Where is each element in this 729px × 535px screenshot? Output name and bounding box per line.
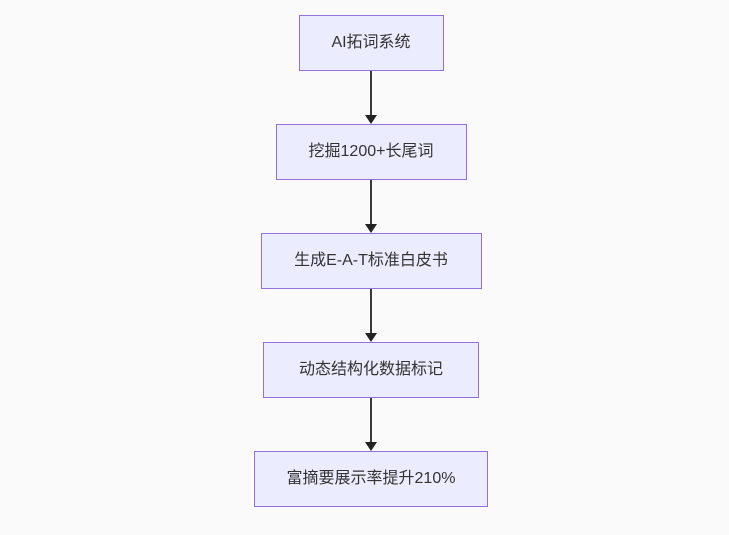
flow-node-eat-whitepaper: 生成E-A-T标准白皮书 (260, 233, 482, 289)
arrow-down-icon (365, 115, 377, 124)
flow-node-structured-data-markup: 动态结构化数据标记 (263, 342, 479, 398)
arrow-line (370, 71, 372, 115)
flow-edge-4 (365, 398, 377, 451)
arrow-line (370, 398, 372, 442)
flow-edge-1 (365, 71, 377, 124)
flow-node-longtail-keywords: 挖掘1200+长尾词 (275, 124, 467, 180)
flow-edge-3 (365, 289, 377, 342)
flow-node-label: AI拓词系统 (331, 34, 411, 51)
arrow-down-icon (365, 224, 377, 233)
flow-edge-2 (365, 180, 377, 233)
arrow-line (370, 180, 372, 224)
flow-node-rich-snippet-rate: 富摘要展示率提升210% (254, 451, 488, 507)
flow-node-label: 挖掘1200+长尾词 (308, 143, 434, 160)
flow-node-label: 生成E-A-T标准白皮书 (294, 252, 448, 269)
flow-node-ai-word-expansion: AI拓词系统 (298, 15, 444, 71)
arrow-line (370, 289, 372, 333)
flowchart-column: AI拓词系统 挖掘1200+长尾词 生成E-A-T标准白皮书 动态结构化数据标记 (254, 15, 488, 507)
flow-node-label: 富摘要展示率提升210% (286, 470, 456, 487)
arrow-down-icon (365, 333, 377, 342)
arrow-down-icon (365, 442, 377, 451)
flow-node-label: 动态结构化数据标记 (298, 361, 443, 378)
